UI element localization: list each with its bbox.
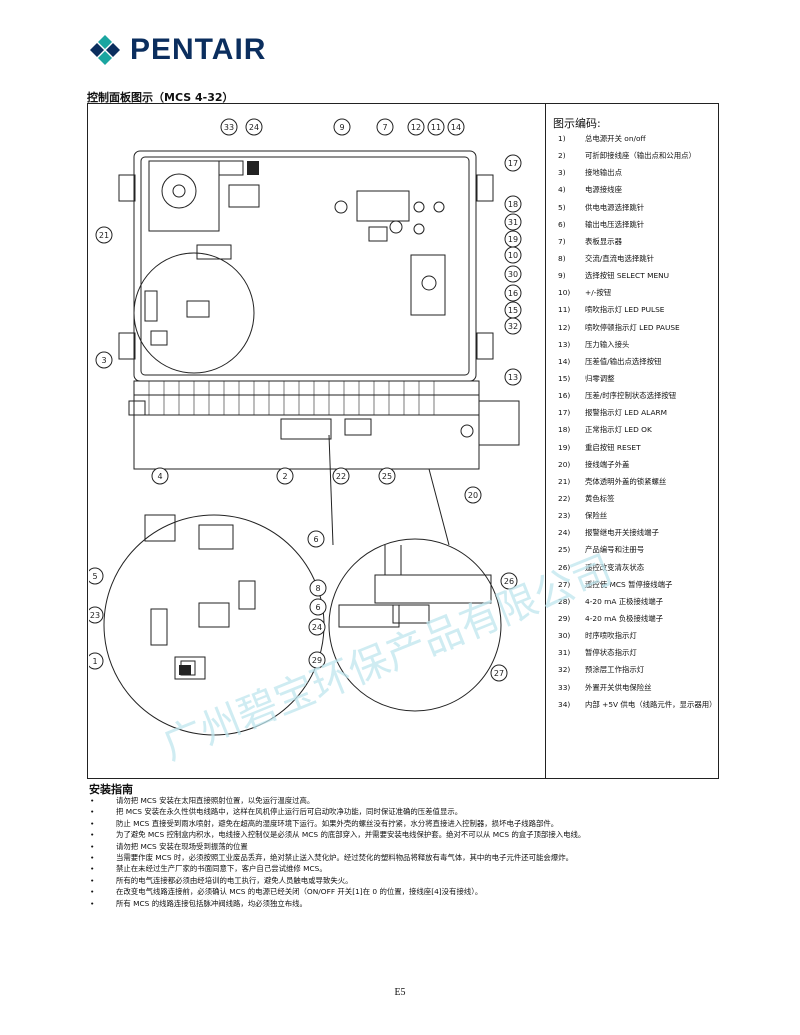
legend-item: 16)压差/时序控制状态选择按钮	[558, 391, 677, 401]
install-item: •防止 MCS 直接受到雨水喷射，避免在超高的湿度环境下运行。如果外壳的螺丝没有…	[90, 818, 559, 828]
install-title: 安装指南	[89, 783, 133, 796]
legend-item: 34)内部 +5V 供电（线路元件，显示器用）	[558, 699, 717, 709]
svg-text:15: 15	[508, 306, 518, 315]
install-item: •禁止在未经过生产厂家的书面同意下，客户自己尝试维修 MCS。	[90, 864, 327, 874]
svg-text:24: 24	[312, 623, 322, 632]
legend-item: 6)输出电压选择跳针	[558, 219, 645, 229]
legend-item: 33)外置开关供电保险丝	[558, 682, 652, 692]
svg-text:6: 6	[315, 603, 320, 612]
svg-text:6: 6	[313, 535, 318, 544]
svg-text:3: 3	[101, 356, 106, 365]
svg-text:23: 23	[90, 611, 100, 620]
legend-item: 22)黄色标签	[558, 493, 615, 503]
legend-item: 32)预涂层工作指示灯	[558, 665, 645, 675]
legend-item: 8)交流/直流电选择跳针	[558, 253, 655, 263]
figure-frame	[87, 103, 719, 779]
svg-text:29: 29	[312, 656, 322, 665]
legend-item: 25)产品编号和注册号	[558, 545, 645, 555]
legend-title: 图示编码:	[553, 117, 601, 130]
legend-item: 4)电源接线座	[558, 185, 622, 195]
legend-item: 30)时序喷吹指示灯	[558, 631, 637, 641]
legend-item: 10)+/-按钮	[558, 288, 612, 298]
svg-text:4: 4	[157, 472, 162, 481]
legend: 图示编码: 1)总电源开关 on/off 2)可折卸接线座（输出点和公用点） 3…	[553, 115, 717, 718]
legend-item: 5)供电电源选择跳针	[558, 202, 645, 212]
svg-text:25: 25	[382, 472, 392, 481]
install-item: •当需要作废 MCS 时，必须按照工业废品丢弃，绝对禁止送入焚化炉。经过焚化的塑…	[90, 852, 573, 862]
svg-text:27: 27	[494, 669, 504, 678]
svg-text:21: 21	[99, 231, 109, 240]
svg-text:8: 8	[315, 584, 320, 593]
svg-text:26: 26	[504, 577, 514, 586]
svg-text:22: 22	[336, 472, 346, 481]
legend-item: 26)遥控改变清灰状态	[558, 562, 645, 572]
legend-item: 29)4-20 mA 负极接线端子	[558, 613, 664, 623]
legend-item: 23)保险丝	[558, 511, 608, 521]
legend-item: 3)接地输出点	[558, 168, 622, 178]
legend-item: 7)表板显示器	[558, 236, 622, 246]
section-title: 控制面板图示（MCS 4-32）	[87, 91, 234, 104]
legend-item: 15)归零调整	[558, 373, 615, 383]
pentair-diamond-icon	[90, 35, 120, 65]
svg-text:10: 10	[508, 251, 518, 260]
svg-text:30: 30	[508, 270, 518, 279]
frame-divider	[545, 103, 546, 779]
legend-list: 1)总电源开关 on/off 2)可折卸接线座（输出点和公用点） 3)接地输出点…	[553, 134, 717, 709]
svg-text:13: 13	[508, 373, 518, 382]
svg-text:1: 1	[92, 657, 97, 666]
install-item: •把 MCS 安装在永久性供电线路中，这样在风机停止运行后可启动吹净功能，同时保…	[90, 807, 463, 817]
legend-item: 2)可折卸接线座（输出点和公用点）	[558, 151, 696, 161]
legend-item: 28)4-20 mA 正极接线端子	[558, 596, 664, 606]
svg-text:11: 11	[431, 123, 441, 132]
svg-text:31: 31	[508, 218, 518, 227]
legend-item: 19)重启按钮 RESET	[558, 442, 641, 452]
legend-item: 13)压力输入接头	[558, 339, 630, 349]
page-number: E5	[394, 987, 406, 998]
install-item: •请勿把 MCS 安装在现场受到振荡的位置	[90, 841, 248, 851]
install-list: •请勿把 MCS 安装在太阳直接照射位置，以免运行温度过高。 •把 MCS 安装…	[88, 796, 768, 910]
svg-text:16: 16	[508, 289, 518, 298]
install-item: •为了避免 MCS 控制盒内积水，电线接入控制仪是必须从 MCS 的底部穿入，并…	[90, 830, 586, 840]
install-item: •请勿把 MCS 安装在太阳直接照射位置，以免运行温度过高。	[90, 796, 315, 805]
svg-text:33: 33	[224, 123, 234, 132]
svg-text:19: 19	[508, 235, 518, 244]
legend-item: 20)接线端子外盖	[558, 459, 630, 469]
svg-text:18: 18	[508, 200, 518, 209]
legend-item: 24)报警继电开关接线端子	[558, 528, 659, 538]
svg-text:20: 20	[468, 491, 478, 500]
legend-item: 18)正常指示灯 LED OK	[558, 425, 652, 435]
legend-item: 27)遥控使 MCS 暂停接线端子	[558, 579, 673, 589]
svg-text:9: 9	[339, 123, 344, 132]
legend-item: 9)选择按钮 SELECT MENU	[558, 271, 670, 281]
legend-item: 21)壳体透明外盖的锁紧螺丝	[558, 476, 667, 486]
install-item: •所有的电气连接都必须由经培训的电工执行，避免人员触电或导致失火。	[90, 875, 353, 885]
svg-text:12: 12	[411, 123, 421, 132]
legend-item: 14)压差值/输出点选择按钮	[558, 356, 662, 366]
legend-item: 17)报警指示灯 LED ALARM	[558, 408, 668, 418]
svg-text:5: 5	[92, 572, 97, 581]
legend-item: 12)喷吹停顿指示灯 LED PAUSE	[558, 322, 680, 332]
pentair-logo: PENTAIR	[88, 30, 266, 70]
svg-text:2: 2	[282, 472, 287, 481]
svg-text:7: 7	[382, 123, 387, 132]
svg-text:14: 14	[451, 123, 461, 132]
legend-item: 11)喷吹指示灯 LED PULSE	[558, 305, 665, 315]
install-item: •所有 MCS 的线路连接包括脉冲阀线路，均必须独立布线。	[90, 898, 307, 908]
install-item: •在改变电气线路连接前，必须确认 MCS 的电源已经关闭（ON/OFF 开关[1…	[90, 887, 483, 897]
svg-text:17: 17	[508, 159, 518, 168]
svg-text:24: 24	[249, 123, 259, 132]
svg-text:32: 32	[508, 322, 518, 331]
legend-item: 1)总电源开关 on/off	[558, 134, 646, 143]
legend-item: 31)暂停状态指示灯	[558, 648, 637, 658]
brand-name: PENTAIR	[130, 33, 267, 66]
